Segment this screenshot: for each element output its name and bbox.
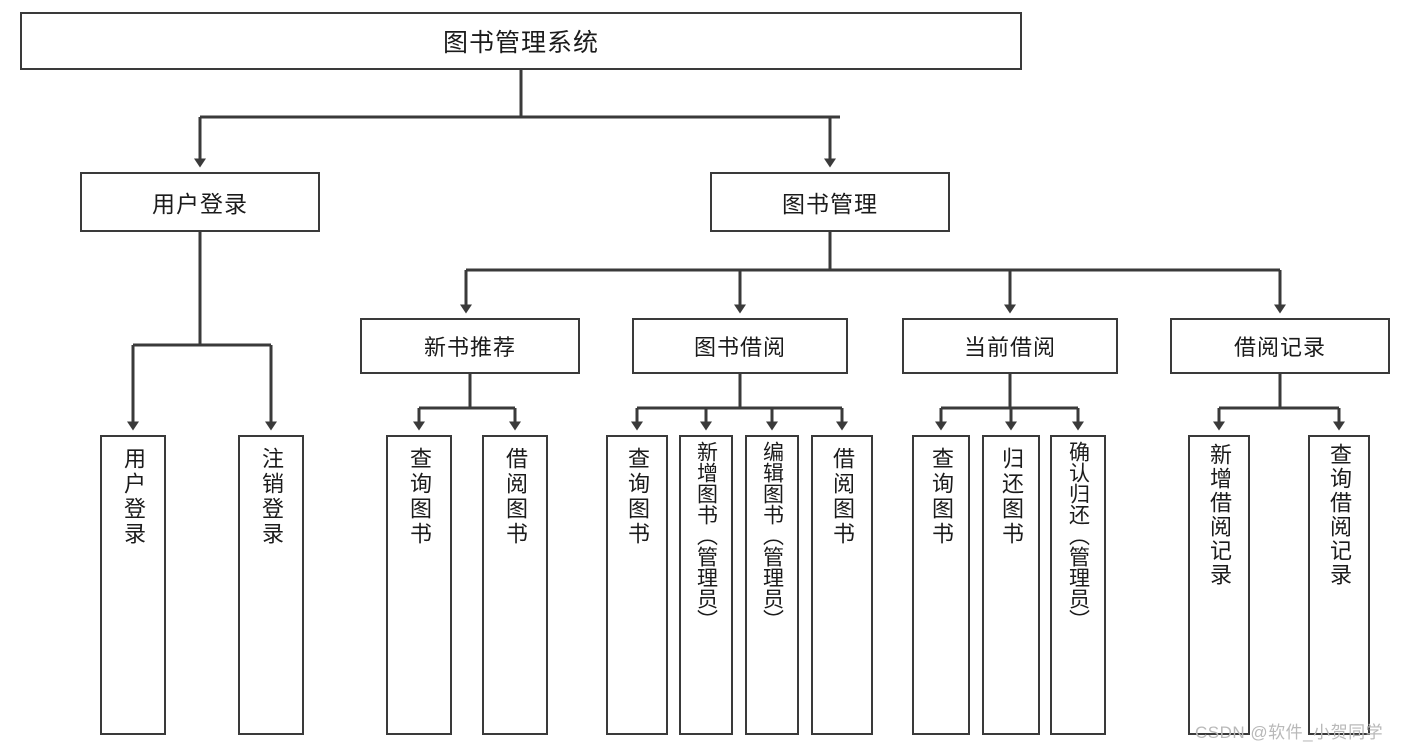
node-new-book-recommend[interactable]: 新书推荐 bbox=[360, 318, 580, 374]
leaf-query-record[interactable]: 查询借阅记录 bbox=[1308, 435, 1370, 735]
leaf-borrow-book-2[interactable]: 借阅图书 bbox=[811, 435, 873, 735]
node-book-borrow[interactable]: 图书借阅 bbox=[632, 318, 848, 374]
node-borrow-record-label: 借阅记录 bbox=[1233, 335, 1326, 360]
leaf-return-book-label: 归还图书 bbox=[999, 447, 1024, 547]
csdn-watermark: CSDN @软件_小贺同学 bbox=[1195, 723, 1384, 742]
leaf-add-record[interactable]: 新增借阅记录 bbox=[1188, 435, 1250, 735]
leaf-edit-book-label: 编辑图书（管理员） bbox=[760, 441, 784, 630]
node-new-book-recommend-label: 新书推荐 bbox=[423, 335, 516, 360]
leaf-user-login-label: 用户登录 bbox=[121, 447, 146, 547]
leaf-borrow-book-1[interactable]: 借阅图书 bbox=[482, 435, 548, 735]
leaf-return-book[interactable]: 归还图书 bbox=[982, 435, 1040, 735]
leaf-query-book-1[interactable]: 查询图书 bbox=[386, 435, 452, 735]
leaf-add-book-label: 新增图书（管理员） bbox=[694, 441, 718, 630]
node-root-label: 图书管理系统 bbox=[442, 29, 599, 57]
leaf-confirm-return[interactable]: 确认归还（管理员） bbox=[1050, 435, 1106, 735]
leaf-borrow-book-2-label: 借阅图书 bbox=[830, 447, 855, 547]
leaf-confirm-return-label: 确认归还（管理员） bbox=[1066, 441, 1090, 630]
node-book-borrow-label: 图书借阅 bbox=[693, 335, 786, 360]
node-book-manage-label: 图书管理 bbox=[782, 191, 878, 217]
leaf-add-record-label: 新增借阅记录 bbox=[1207, 443, 1232, 587]
node-borrow-record[interactable]: 借阅记录 bbox=[1170, 318, 1390, 374]
leaf-query-book-1-label: 查询图书 bbox=[407, 447, 432, 547]
leaf-query-record-label: 查询借阅记录 bbox=[1327, 443, 1352, 587]
leaf-borrow-book-1-label: 借阅图书 bbox=[503, 447, 528, 547]
node-current-borrow-label: 当前借阅 bbox=[963, 335, 1056, 360]
node-current-borrow[interactable]: 当前借阅 bbox=[902, 318, 1118, 374]
leaf-query-book-3[interactable]: 查询图书 bbox=[912, 435, 970, 735]
leaf-query-book-3-label: 查询图书 bbox=[929, 447, 954, 547]
leaf-user-logout[interactable]: 注销登录 bbox=[238, 435, 304, 735]
node-book-manage[interactable]: 图书管理 bbox=[710, 172, 950, 232]
node-user-login-label: 用户登录 bbox=[152, 191, 248, 217]
leaf-user-login[interactable]: 用户登录 bbox=[100, 435, 166, 735]
leaf-user-logout-label: 注销登录 bbox=[259, 447, 284, 547]
leaf-query-book-2[interactable]: 查询图书 bbox=[606, 435, 668, 735]
node-root[interactable]: 图书管理系统 bbox=[20, 12, 1022, 70]
leaf-query-book-2-label: 查询图书 bbox=[625, 447, 650, 547]
leaf-edit-book[interactable]: 编辑图书（管理员） bbox=[745, 435, 799, 735]
leaf-add-book[interactable]: 新增图书（管理员） bbox=[679, 435, 733, 735]
node-user-login[interactable]: 用户登录 bbox=[80, 172, 320, 232]
